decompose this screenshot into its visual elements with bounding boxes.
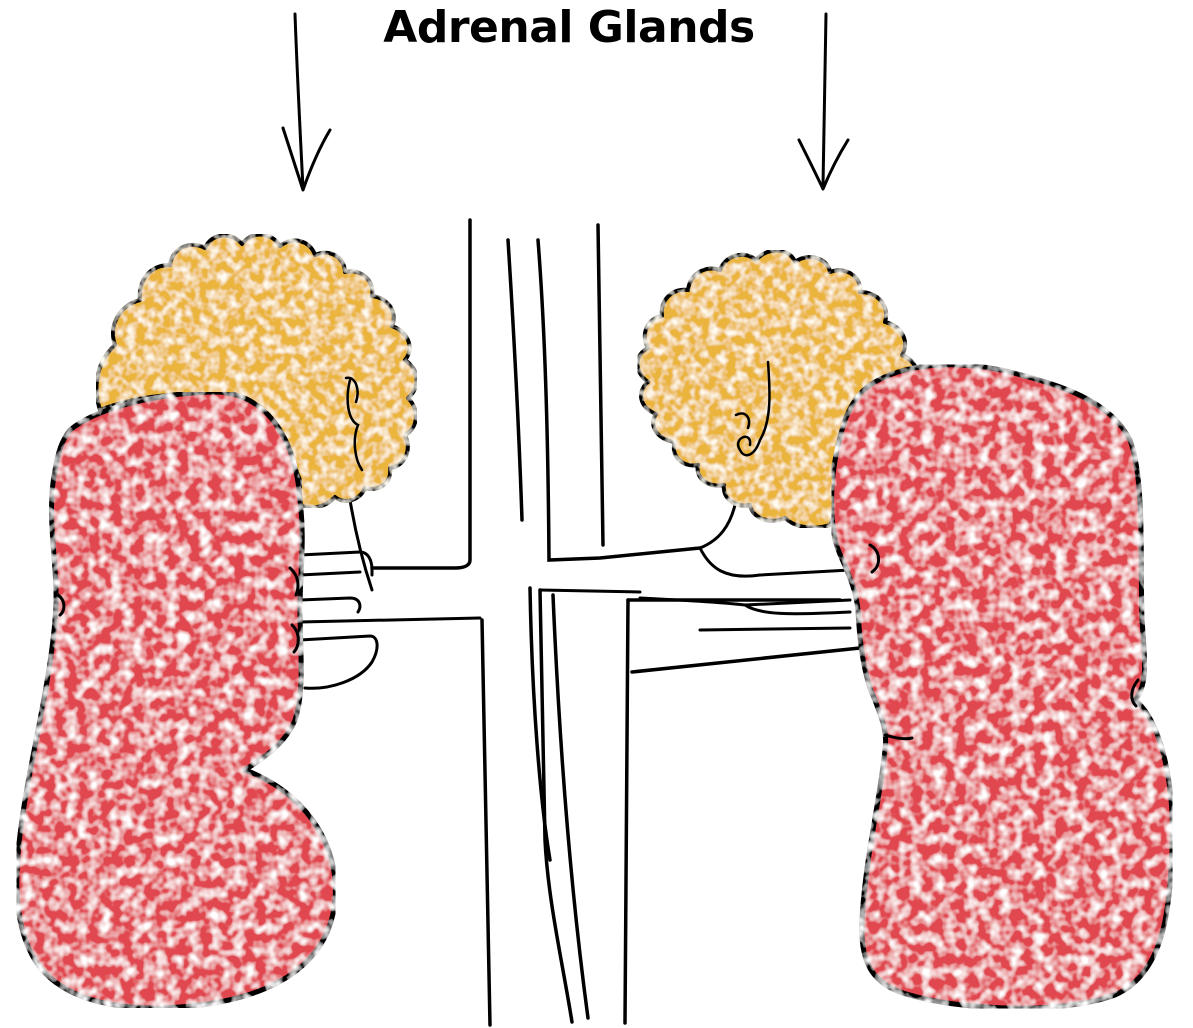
right-arrow xyxy=(799,14,848,189)
right-kidney xyxy=(832,365,1173,1008)
left-arrow xyxy=(283,14,330,190)
left-renal-vessels xyxy=(300,500,480,688)
left-kidney xyxy=(17,392,336,1008)
